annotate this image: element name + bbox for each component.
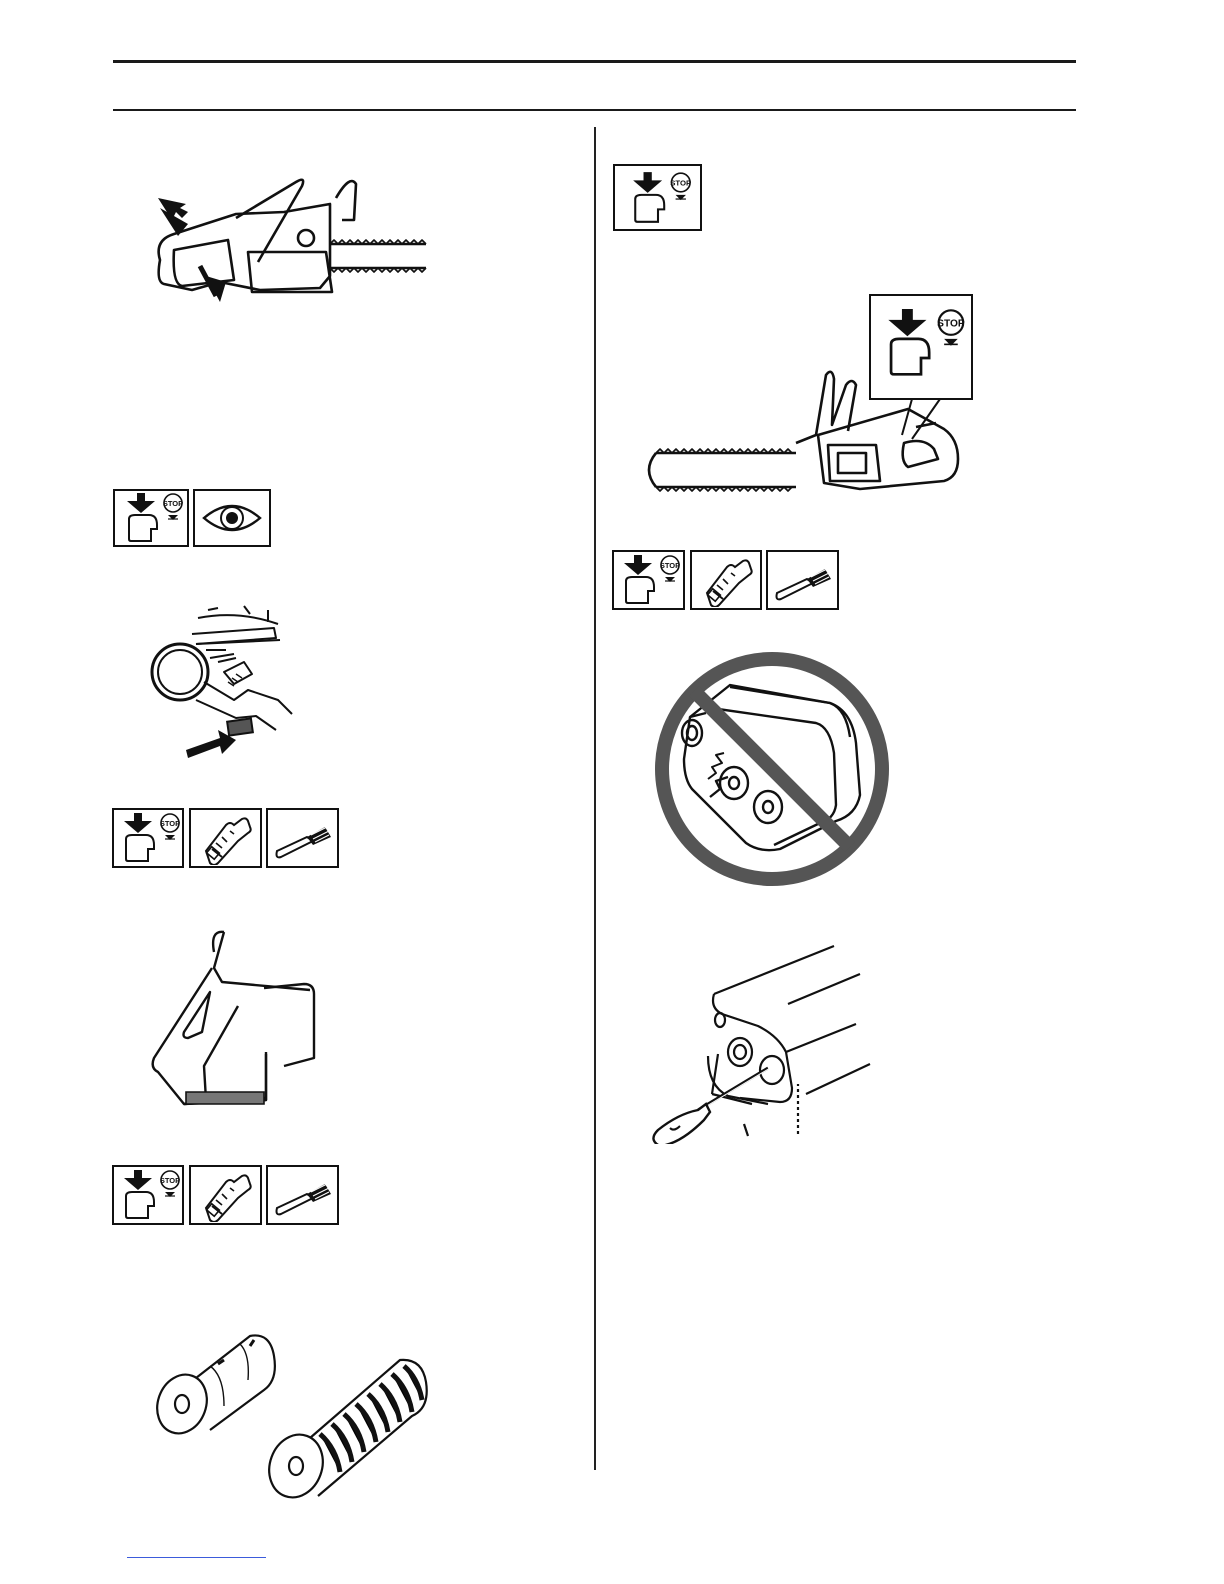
stop-switch-icon	[112, 808, 184, 868]
brush-icon	[266, 1165, 339, 1225]
brush-icon	[766, 550, 839, 610]
glove-icon	[189, 1165, 262, 1225]
damaged-muffler-prohibited-illustration	[650, 647, 895, 892]
stop-switch-icon	[112, 1165, 184, 1225]
right-hand-guard-illustration	[146, 928, 316, 1118]
brush-icon	[266, 808, 339, 868]
stop-switch-icon	[113, 489, 189, 547]
stop-switch-chainsaw-illustration	[640, 293, 975, 498]
stop-switch-icon	[613, 164, 702, 231]
stop-switch-icon	[612, 550, 685, 610]
footer-link-underline[interactable]	[127, 1557, 266, 1558]
chain-brake-handle-illustration	[140, 168, 440, 318]
inspect-eye-icon	[193, 489, 271, 547]
glove-icon	[690, 550, 762, 610]
column-divider	[594, 127, 596, 1470]
header-rule-bottom	[113, 109, 1076, 111]
muffler-spark-arrestor-illustration	[648, 944, 873, 1144]
anti-vibration-elements-illustration	[150, 1330, 440, 1505]
chain-catcher-illustration	[148, 600, 318, 770]
glove-icon	[189, 808, 262, 868]
header-rule-top	[113, 60, 1076, 63]
